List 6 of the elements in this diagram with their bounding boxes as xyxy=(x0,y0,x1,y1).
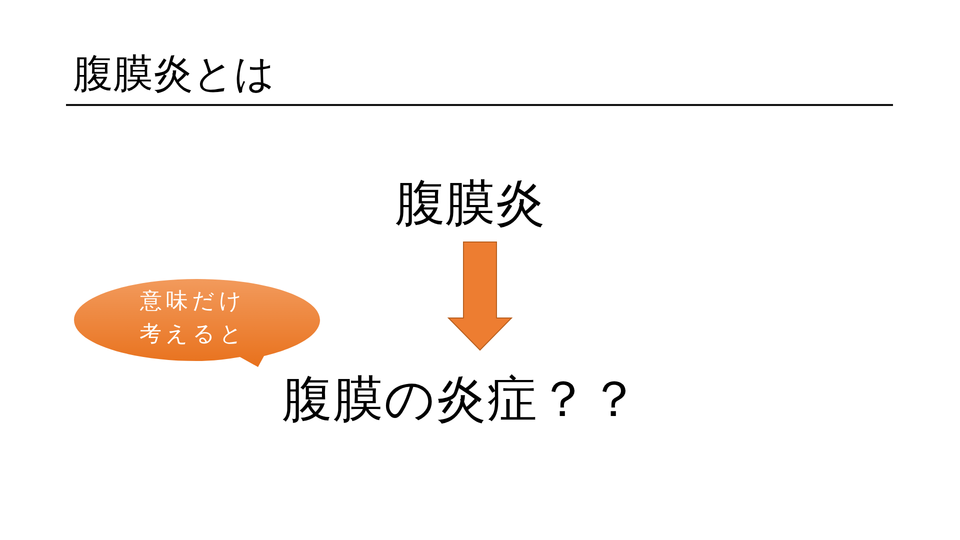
node-text: 腹膜炎 xyxy=(370,176,570,242)
slide-title: 腹膜炎とは xyxy=(73,50,275,99)
node-text: 腹膜の炎症？？ xyxy=(261,350,661,430)
bubble-text: 意味だけ考えると xyxy=(138,288,248,349)
block-arrow xyxy=(447,242,513,351)
speech-bubble xyxy=(74,279,320,369)
